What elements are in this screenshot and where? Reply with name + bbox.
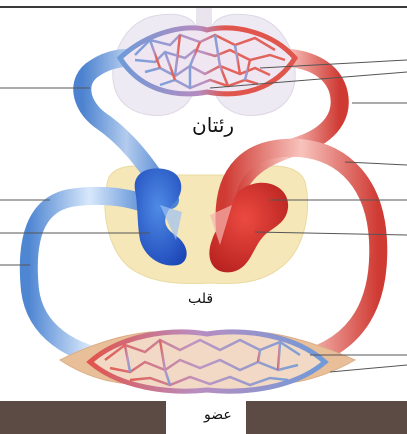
heart-label: قلب xyxy=(188,291,213,307)
organ-tissue xyxy=(60,332,355,391)
lung-capillary-bed xyxy=(120,28,295,94)
organ-label: عضو xyxy=(204,407,232,423)
lungs-label: رئتان xyxy=(192,113,234,137)
